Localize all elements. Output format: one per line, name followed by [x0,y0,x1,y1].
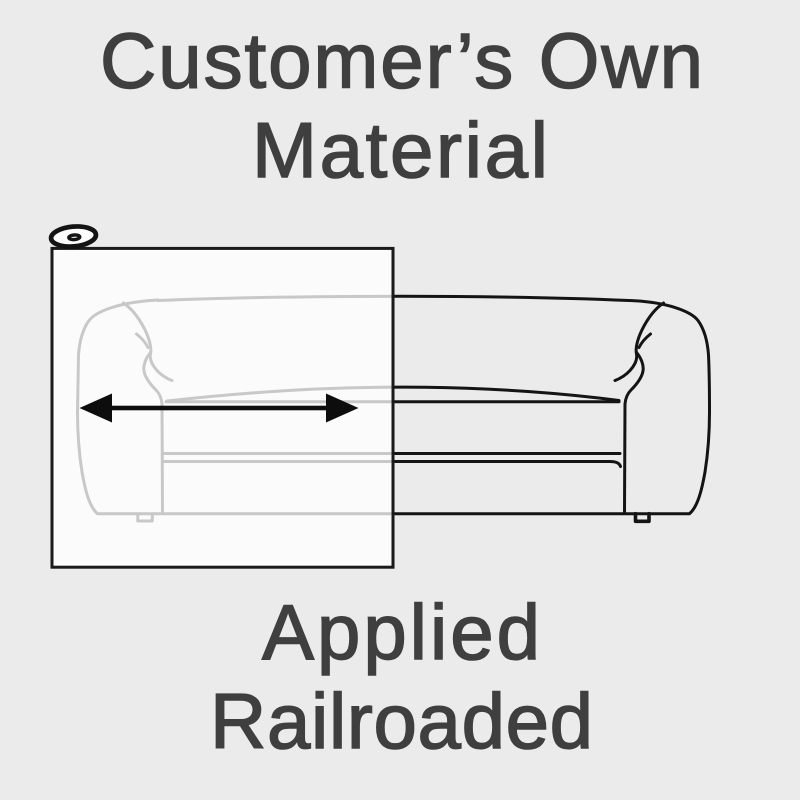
svg-text:Customer’s Own: Customer’s Own [100,17,703,105]
svg-text:Applied: Applied [262,588,540,676]
svg-text:Material: Material [252,106,548,194]
svg-text:Railroaded: Railroaded [210,677,593,765]
